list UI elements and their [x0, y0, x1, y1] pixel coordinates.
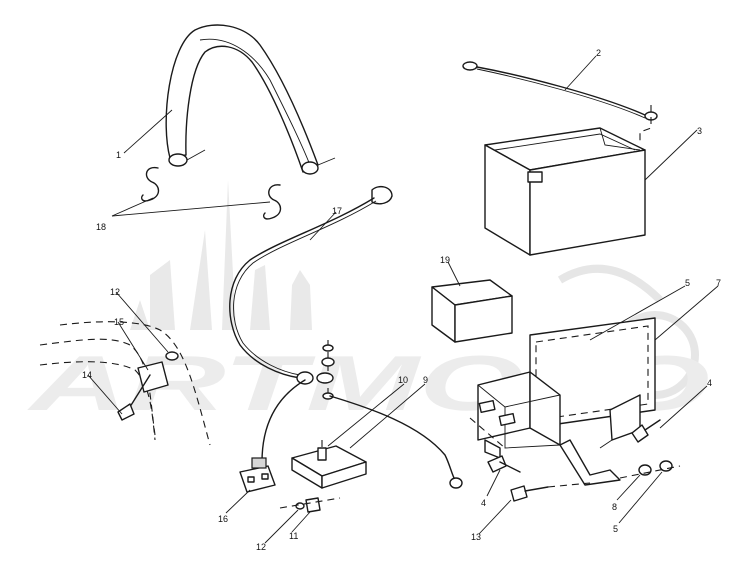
- callout-14: 14: [82, 370, 92, 380]
- callout-12-top: 12: [110, 287, 120, 297]
- regulator: [291, 440, 367, 489]
- s-hooks: [141, 166, 282, 220]
- connector: [239, 379, 306, 493]
- callout-5-box: 5: [685, 278, 690, 288]
- callout-2: 2: [596, 48, 601, 58]
- callout-15: 15: [114, 317, 124, 327]
- callout-12-bottom: 12: [256, 542, 266, 552]
- callout-19: 19: [440, 255, 450, 265]
- callout-11: 11: [289, 531, 298, 541]
- leader-lines: [87, 55, 719, 544]
- battery-box: [469, 317, 656, 486]
- fasteners-right: [487, 419, 681, 502]
- callout-18: 18: [96, 222, 106, 232]
- ground-cable: [329, 395, 463, 489]
- callout-9: 9: [423, 375, 428, 385]
- callout-1: 1: [116, 150, 121, 160]
- callout-7: 7: [716, 278, 721, 288]
- callout-13: 13: [471, 532, 481, 542]
- callout-10: 10: [398, 375, 408, 385]
- callout-3: 3: [697, 126, 702, 136]
- terminal-stack: [316, 340, 335, 400]
- battery-cable-short: [462, 61, 658, 145]
- battery-cable-long: [229, 185, 393, 385]
- battery: [484, 127, 646, 256]
- callout-5-nut: 5: [613, 524, 618, 534]
- callout-4-right: 4: [707, 378, 712, 388]
- frame-outline: [39, 321, 211, 446]
- battery-strap: [165, 24, 336, 175]
- callout-8: 8: [612, 502, 617, 512]
- callout-4-bottom: 4: [481, 498, 486, 508]
- callout-17: 17: [332, 206, 342, 216]
- fasteners-bottom: [279, 497, 341, 513]
- battery-pad: [431, 279, 513, 343]
- callout-16: 16: [218, 514, 228, 524]
- callouts: 1 2 3 4 4 5 5 7 8 9 10 11 12 12 13 14 15…: [82, 48, 721, 552]
